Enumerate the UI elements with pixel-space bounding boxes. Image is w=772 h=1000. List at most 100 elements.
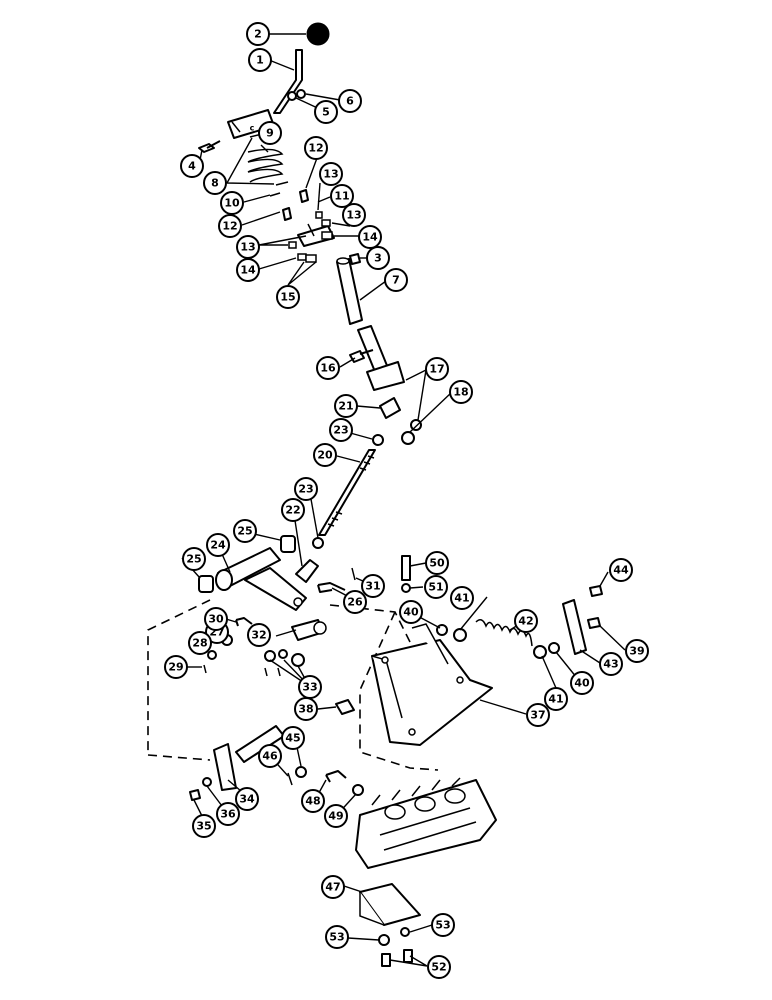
- callout-c37: 37: [526, 703, 550, 727]
- svg-text:36: 36: [220, 808, 236, 821]
- bolt-39: [587, 617, 601, 629]
- svg-text:37: 37: [530, 709, 545, 722]
- bolt-38: [335, 699, 355, 715]
- svg-text:10: 10: [224, 197, 240, 210]
- svg-text:5: 5: [322, 106, 330, 119]
- svg-text:39: 39: [629, 645, 644, 658]
- callout-c7: 7: [384, 268, 408, 292]
- svg-text:6: 6: [346, 95, 354, 108]
- washer-51: [401, 583, 411, 593]
- nut-41b: [533, 645, 547, 659]
- svg-text:25: 25: [186, 553, 201, 566]
- washer-28: [207, 650, 217, 660]
- svg-text:40: 40: [574, 677, 590, 690]
- nut-23b: [312, 537, 324, 549]
- clevis: [379, 397, 401, 419]
- callout-c28: 28: [188, 631, 212, 655]
- threaded-rod: [318, 449, 376, 536]
- svg-text:9: 9: [266, 127, 274, 140]
- bolt-26: [317, 582, 346, 593]
- bolt-44: [589, 585, 603, 597]
- bushing-15: [305, 254, 317, 263]
- callout-c14a: 14: [358, 225, 382, 249]
- nut-23a: [372, 434, 384, 446]
- callout-c21: 21: [334, 394, 358, 418]
- mounting-bracket: [371, 639, 493, 746]
- callout-c1: 1: [248, 48, 272, 72]
- callout-c23a: 23: [329, 418, 353, 442]
- pivot-bracket: [297, 225, 335, 247]
- callout-c40b: 40: [570, 671, 594, 695]
- svg-text:41: 41: [548, 693, 563, 706]
- callout-c24: 24: [206, 533, 230, 557]
- svg-text:7: 7: [392, 274, 400, 287]
- nut-41a: [453, 628, 467, 642]
- svg-text:44: 44: [613, 564, 629, 577]
- callout-c25b: 25: [182, 547, 206, 571]
- callout-c26: 26: [343, 590, 367, 614]
- callout-c13a: 13: [319, 162, 343, 186]
- svg-text:41: 41: [454, 592, 469, 605]
- callout-c45: 45: [281, 726, 305, 750]
- screw-12b: [282, 207, 292, 221]
- svg-text:8: 8: [211, 177, 219, 190]
- svg-text:40: 40: [403, 606, 419, 619]
- callout-c5: 5: [314, 100, 338, 124]
- callout-c39: 39: [625, 639, 649, 663]
- bushing-14a: [321, 231, 333, 240]
- pin-10: [269, 192, 281, 197]
- link-plate: [562, 599, 587, 655]
- washer-45: [295, 766, 307, 778]
- svg-text:32: 32: [251, 629, 266, 642]
- pin-46: [287, 772, 293, 786]
- knob: [306, 22, 330, 46]
- bolt-52b: [403, 949, 413, 963]
- washer-53b: [400, 927, 410, 937]
- callout-c10: 10: [220, 191, 244, 215]
- bushing-13b: [321, 219, 331, 227]
- shaft: [336, 258, 363, 325]
- bolt-35: [189, 789, 201, 801]
- nut-40b: [548, 642, 560, 654]
- svg-text:17: 17: [429, 363, 444, 376]
- callout-c53a: 53: [325, 925, 349, 949]
- svg-text:21: 21: [338, 400, 353, 413]
- svg-text:16: 16: [320, 362, 336, 375]
- callout-c29: 29: [164, 655, 188, 679]
- callout-c16: 16: [316, 356, 340, 380]
- svg-text:13: 13: [323, 168, 338, 181]
- svg-text:13: 13: [346, 209, 361, 222]
- callout-c13c: 13: [236, 235, 260, 259]
- cotter-31: [351, 567, 356, 581]
- svg-text:c: c: [250, 124, 255, 133]
- lever-plate: [213, 743, 237, 791]
- part-33b: [278, 649, 288, 659]
- callout-c35: 35: [192, 814, 216, 838]
- nut-49: [352, 784, 364, 796]
- svg-text:49: 49: [328, 810, 343, 823]
- svg-text:1: 1: [256, 54, 264, 67]
- callout-c13b: 13: [342, 203, 366, 227]
- shift-lever: [273, 49, 303, 114]
- svg-text:25: 25: [237, 525, 252, 538]
- callout-c36: 36: [216, 802, 240, 826]
- bushing-13c: [288, 241, 297, 249]
- bolt-48: [325, 770, 347, 783]
- bushing-13a: [315, 211, 323, 219]
- svg-text:4: 4: [188, 160, 196, 173]
- callout-c23b: 23: [294, 477, 318, 501]
- part-33c: [291, 653, 305, 667]
- washer-53a: [378, 934, 390, 946]
- svg-text:22: 22: [285, 504, 300, 517]
- callout-c42: 42: [514, 609, 538, 633]
- callout-c11: 11: [330, 184, 354, 208]
- bushing-25b: [198, 575, 214, 593]
- callout-c9: 9: [258, 121, 282, 145]
- bolt-52a: [381, 953, 391, 967]
- svg-text:53: 53: [329, 931, 344, 944]
- bushing-25a: [280, 535, 296, 553]
- svg-text:29: 29: [168, 661, 183, 674]
- callout-c50: 50: [425, 551, 449, 575]
- callout-c46: 46: [258, 744, 282, 768]
